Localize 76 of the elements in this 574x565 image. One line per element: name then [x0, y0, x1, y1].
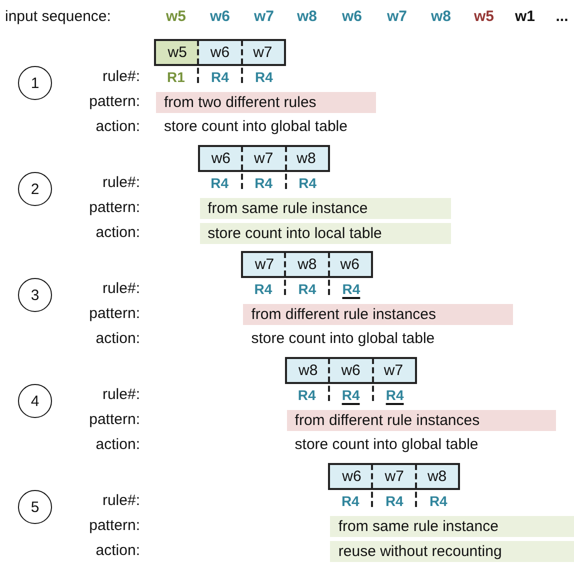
rule-number: R4	[428, 492, 448, 510]
window-box	[284, 357, 417, 384]
rule-number: R4	[254, 174, 274, 192]
word-cell: w6	[198, 41, 242, 64]
highlight-band: from different rule instances	[243, 304, 514, 325]
rule-number: R4	[253, 280, 274, 298]
word-cell: w7	[242, 147, 285, 170]
word-cell: w8	[286, 253, 329, 276]
rule-number: R4	[210, 68, 230, 86]
sequence-word: w7	[386, 7, 408, 27]
window-box	[198, 145, 330, 172]
step-number-circle: 2	[18, 172, 52, 206]
row-label: pattern:	[89, 410, 140, 430]
window-box	[328, 463, 460, 490]
highlight-band: from different rule instances	[286, 410, 556, 431]
row-label: rule#:	[102, 385, 140, 405]
rule-number: R4	[296, 386, 317, 404]
row-label: rule#:	[102, 67, 140, 87]
row-label: action:	[96, 329, 140, 349]
rule-number: R1	[166, 68, 186, 86]
sequence-word: w5	[164, 7, 187, 27]
sequence-word: w7	[252, 7, 275, 27]
word-cell: w8	[286, 359, 330, 382]
rule-number: R4	[254, 68, 274, 86]
sequence-label: input sequence:	[5, 7, 111, 27]
window-box	[154, 39, 286, 66]
rule-number: R4	[297, 280, 318, 298]
rule-number: R4	[340, 386, 361, 404]
row-label: action:	[96, 223, 140, 243]
row-label: rule#:	[102, 279, 140, 299]
sequence-word: w6	[340, 7, 363, 27]
word-cell: w8	[416, 465, 458, 488]
sequence-word: ...	[554, 7, 570, 27]
row-label: rule#:	[102, 173, 140, 193]
action-text: store count into global table	[294, 435, 478, 455]
row-label: pattern:	[89, 516, 140, 536]
highlight-band: from two different rules	[156, 92, 376, 113]
word-cell: w6	[200, 147, 242, 170]
action-text: store count into global table	[251, 329, 435, 349]
row-label: pattern:	[89, 92, 140, 112]
word-cell: w7	[241, 41, 284, 64]
row-label: pattern:	[89, 198, 140, 218]
word-cell: w6	[328, 253, 372, 276]
word-cell: w8	[284, 147, 328, 170]
row-label: action:	[96, 541, 140, 561]
step-number-circle: 4	[18, 384, 52, 418]
row-label: action:	[96, 117, 140, 137]
row-label: rule#:	[102, 491, 140, 511]
rule-number: R4	[384, 492, 404, 510]
sequence-word: w1	[514, 7, 536, 27]
word-cell: w6	[330, 465, 374, 488]
step-number-circle: 3	[18, 278, 52, 312]
rule-number: R4	[210, 174, 230, 192]
highlight-band: store count into local table	[200, 223, 451, 244]
word-cell: w7	[243, 253, 286, 276]
action-text: store count into global table	[164, 117, 348, 137]
sequence-word: w6	[208, 7, 231, 27]
step-number-circle: 1	[18, 66, 52, 100]
sequence-word: w5	[472, 7, 495, 27]
step-number-circle: 5	[18, 490, 52, 524]
word-cell: w5	[156, 41, 199, 64]
row-label: pattern:	[89, 304, 140, 324]
word-cell: w7	[373, 465, 416, 488]
sequence-word: w8	[430, 7, 452, 27]
window-box	[241, 251, 374, 278]
row-label: action:	[96, 435, 140, 455]
highlight-band: from same rule instance	[330, 516, 574, 537]
highlight-band: from same rule instance	[200, 198, 451, 219]
sequence-word: w8	[296, 7, 318, 27]
rule-number: R4	[298, 174, 318, 192]
rule-number: R4	[340, 492, 360, 510]
rule-number: R4	[384, 386, 405, 404]
rule-number: R4	[341, 280, 362, 298]
word-cell: w6	[329, 359, 372, 382]
word-cell: w7	[372, 359, 415, 382]
highlight-band: reuse without recounting	[330, 541, 574, 562]
